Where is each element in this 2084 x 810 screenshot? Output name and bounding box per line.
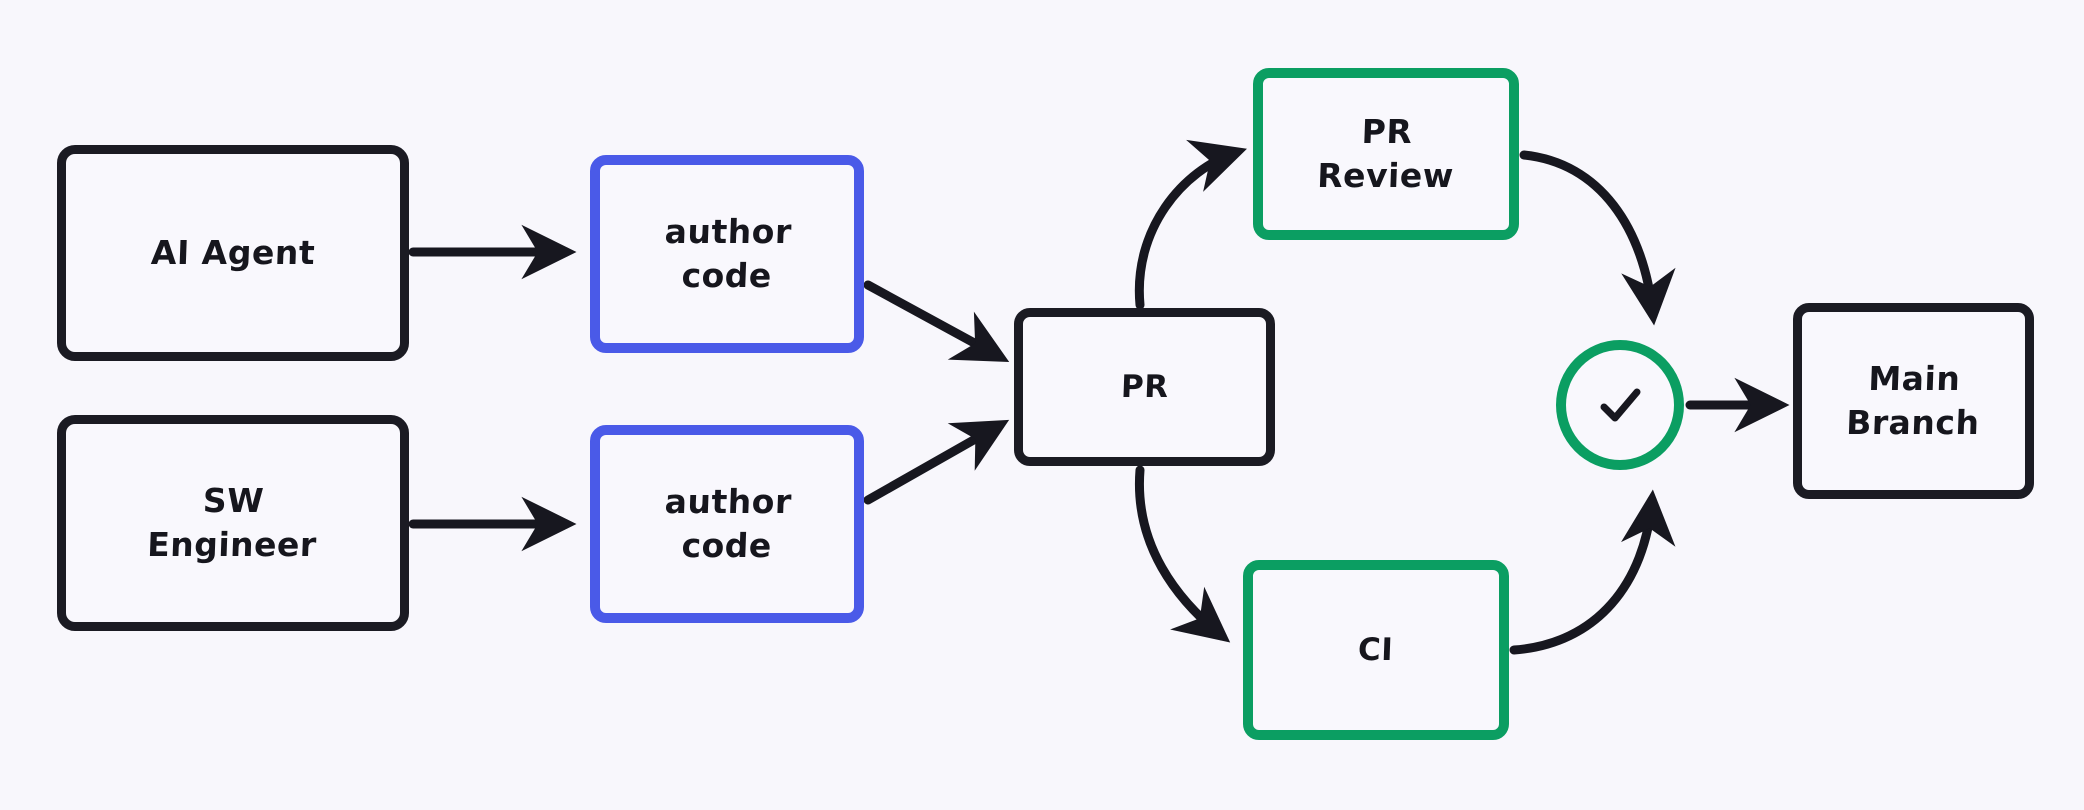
node-pr-label: PR [1120, 368, 1169, 405]
node-ci-label: CI [1357, 631, 1395, 668]
node-main-branch[interactable]: Main Branch [1793, 303, 2034, 499]
node-author-code-sw-engineer-label: author code [663, 482, 792, 565]
node-pr[interactable]: PR [1014, 308, 1275, 466]
node-ai-agent[interactable]: AI Agent [57, 145, 409, 361]
node-pr-review[interactable]: PR Review [1253, 68, 1519, 240]
node-pr-review-label: PR Review [1316, 112, 1455, 195]
node-ci[interactable]: CI [1243, 560, 1509, 740]
edge-pr-review-to-check [1519, 150, 1676, 326]
node-author-code-ai-agent[interactable]: author code [590, 155, 864, 353]
node-sw-engineer-label: SW Engineer [146, 481, 318, 564]
node-author-code-ai-agent-label: author code [663, 212, 792, 295]
edge-pr-to-pr-review [1134, 139, 1247, 310]
edge-author-top-to-pr [863, 280, 1010, 363]
node-sw-engineer[interactable]: SW Engineer [57, 415, 409, 631]
node-author-code-sw-engineer[interactable]: author code [590, 425, 864, 623]
edge-author-bottom-to-pr [863, 419, 1010, 505]
node-ai-agent-label: AI Agent [150, 233, 316, 273]
edge-pr-to-ci [1134, 465, 1231, 643]
check-mark-icon[interactable] [1556, 340, 1684, 470]
edge-ci-to-check [1509, 489, 1676, 655]
node-main-branch-label: Main Branch [1845, 359, 1981, 442]
